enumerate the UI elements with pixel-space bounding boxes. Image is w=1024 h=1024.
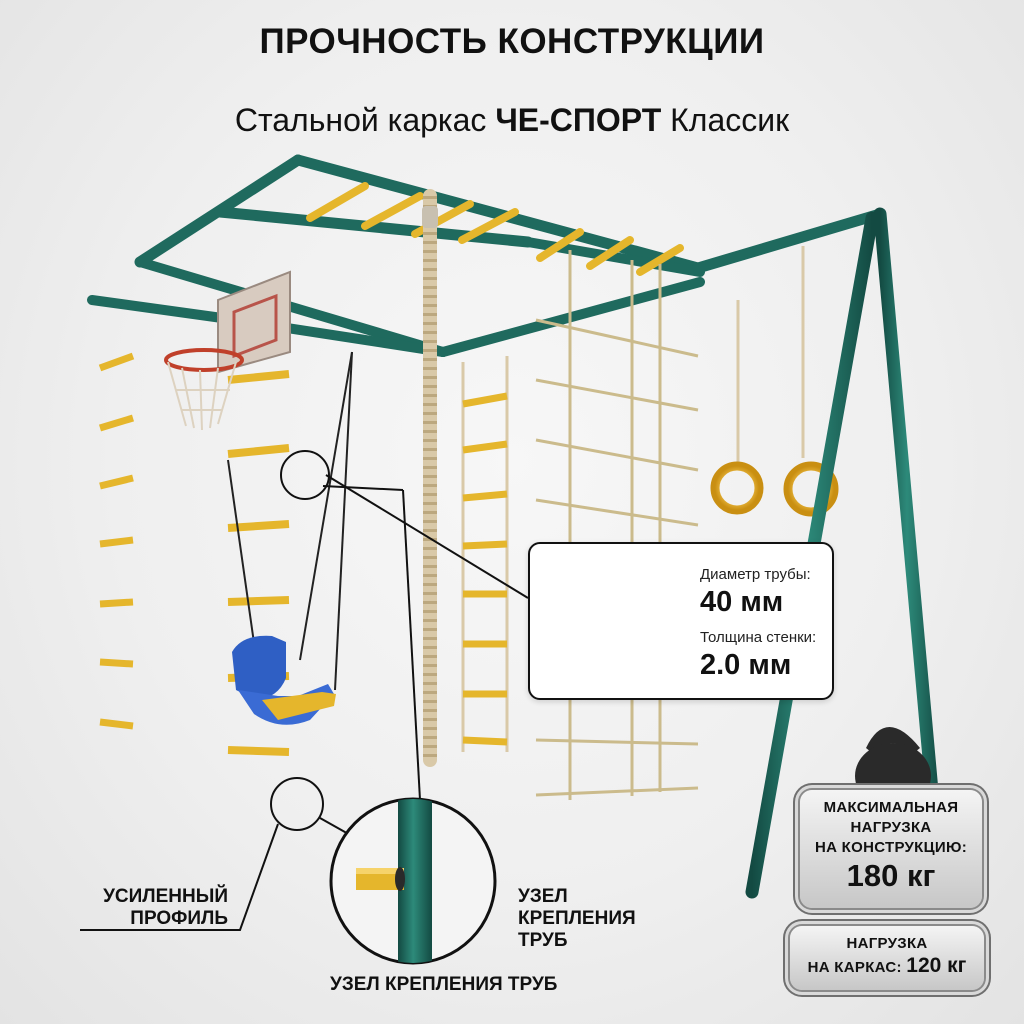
max-load-line-3: НА КОНСТРУКЦИЮ: [814, 839, 968, 856]
climbing-rope [422, 189, 438, 767]
max-load-value: 180 кг [846, 858, 936, 893]
max-load-line-2: НАГРУЗКА [850, 819, 932, 836]
wall-thickness-value: 2.0 мм [700, 649, 792, 681]
wall-thickness-label: Толщина стенки: [700, 629, 817, 646]
joint-line-1: УЗЕЛ [518, 886, 568, 907]
page-subtitle: Стальной каркас ЧЕ-СПОРТ Классик [0, 102, 1024, 139]
reinforced-profile-label: УСИЛЕННЫЙ ПРОФИЛЬ [76, 886, 228, 930]
subtitle-prefix: Стальной каркас [234, 102, 487, 138]
top-frame [87, 154, 886, 357]
frame-load-line-2: НА КАРКАС: [807, 959, 902, 976]
left-ladder [88, 262, 146, 810]
frame-load-badge: НАГРУЗКА НА КАРКАС: 120 кг [790, 926, 984, 990]
front-ladder [213, 160, 305, 872]
basketball-hoop [164, 270, 291, 431]
baby-swing [227, 351, 353, 725]
joint-caption: УЗЕЛ КРЕПЛЕНИЯ ТРУБ [330, 974, 558, 995]
max-load-badge: МАКСИМАЛЬНАЯ НАГРУЗКА НА КОНСТРУКЦИЮ: 18… [800, 790, 982, 908]
pipe-joint-label: УЗЕЛ КРЕПЛЕНИЯ ТРУБ [518, 886, 636, 952]
subtitle-brand: ЧЕ-СПОРТ [495, 102, 662, 138]
joint-line-2: КРЕПЛЕНИЯ [518, 908, 636, 929]
callout-lines [80, 450, 529, 931]
joint-zoom-view [329, 797, 497, 965]
profile-line-2: ПРОФИЛЬ [130, 908, 228, 929]
joint-line-3: ТРУБ [518, 930, 568, 951]
diameter-label: Диаметр трубы: [700, 566, 811, 583]
diameter-value: 40 мм [700, 586, 784, 618]
page-title: ПРОЧНОСТЬ КОНСТРУКЦИИ [259, 22, 765, 61]
frame-load-value: 120 кг [906, 954, 967, 977]
max-load-line-1: МАКСИМАЛЬНАЯ [823, 799, 959, 816]
gymnastic-rings [710, 246, 839, 517]
rope-ladder [461, 356, 509, 752]
frame-load-line-1: НАГРУЗКА [846, 935, 928, 952]
pipe-spec-card: Диаметр трубы: 40 мм Толщина стенки: 2.0… [528, 542, 834, 700]
profile-line-1: УСИЛЕННЫЙ [103, 886, 228, 907]
subtitle-suffix: Классик [670, 102, 790, 138]
